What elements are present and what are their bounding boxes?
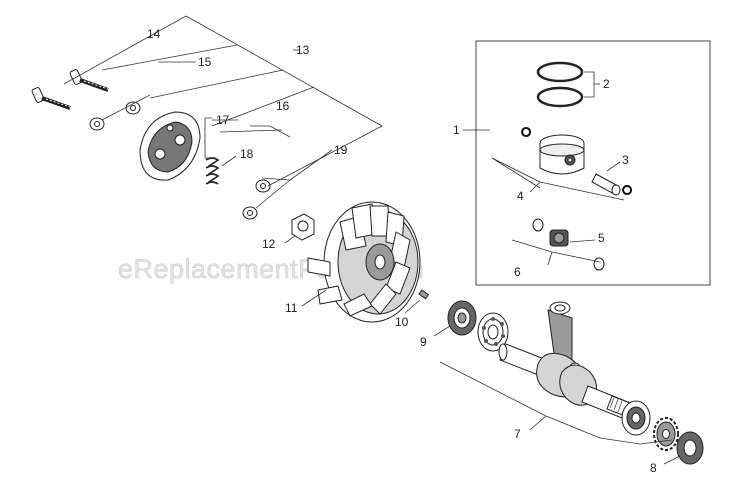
ball-bearing-part[interactable] [477, 312, 509, 352]
piston-ring-part[interactable] [536, 61, 584, 108]
callout-9: 9 [420, 335, 427, 349]
flywheel-key-part[interactable] [418, 289, 430, 300]
leader-4 [491, 157, 625, 201]
piston-pin-part[interactable] [591, 173, 621, 196]
ball-bearing-part[interactable] [621, 400, 651, 436]
oil-seal-part[interactable] [447, 300, 477, 336]
callout-2: 2 [603, 77, 610, 91]
leader-9 [433, 325, 451, 337]
leader-6 [511, 239, 601, 266]
callout-13: 13 [296, 43, 310, 57]
clutch-spring-part[interactable] [205, 157, 220, 185]
washer-part[interactable] [89, 101, 141, 131]
flywheel-nut-part[interactable] [291, 213, 315, 241]
callout-5: 5 [598, 231, 605, 245]
callout-6: 6 [514, 265, 521, 279]
callout-17: 17 [216, 113, 230, 127]
oil-seal-part[interactable] [676, 431, 704, 465]
leader-5 [569, 239, 596, 243]
leader-17 [204, 117, 238, 159]
crankshaft-part[interactable] [498, 301, 631, 419]
callout-1: 1 [453, 123, 460, 137]
callout-18: 18 [240, 147, 254, 161]
callout-3: 3 [622, 153, 629, 167]
callout-4: 4 [517, 189, 524, 203]
leader-10 [404, 299, 421, 314]
clutch-shoe-part[interactable] [139, 111, 201, 181]
leader-3 [606, 161, 621, 172]
circlip-part[interactable] [521, 127, 633, 195]
callout-7: 7 [514, 427, 521, 441]
flywheel-part[interactable] [307, 201, 421, 323]
leader-8 [663, 455, 681, 465]
callout-11: 11 [285, 301, 298, 315]
leader-18 [221, 155, 237, 167]
washer-part[interactable] [242, 179, 271, 220]
piston-group-box [475, 40, 711, 286]
piston-part[interactable] [539, 134, 585, 175]
callout-16: 16 [276, 99, 290, 113]
leader-2 [584, 71, 600, 98]
leader-19 [255, 149, 333, 209]
callout-12: 12 [262, 237, 276, 251]
callout-8: 8 [650, 461, 657, 475]
leader-11 [301, 289, 327, 307]
callout-19: 19 [334, 143, 348, 157]
leader-13-tree [63, 15, 383, 187]
shoulder-bolt-part[interactable] [31, 69, 109, 110]
callout-15: 15 [198, 55, 212, 69]
leader-7 [439, 361, 673, 445]
callout-14: 14 [147, 27, 161, 41]
gear-part[interactable] [653, 417, 679, 451]
needle-bearing-part[interactable] [532, 218, 605, 271]
callout-10: 10 [395, 315, 409, 329]
leader-12 [284, 235, 296, 244]
leader-15 [101, 61, 196, 121]
